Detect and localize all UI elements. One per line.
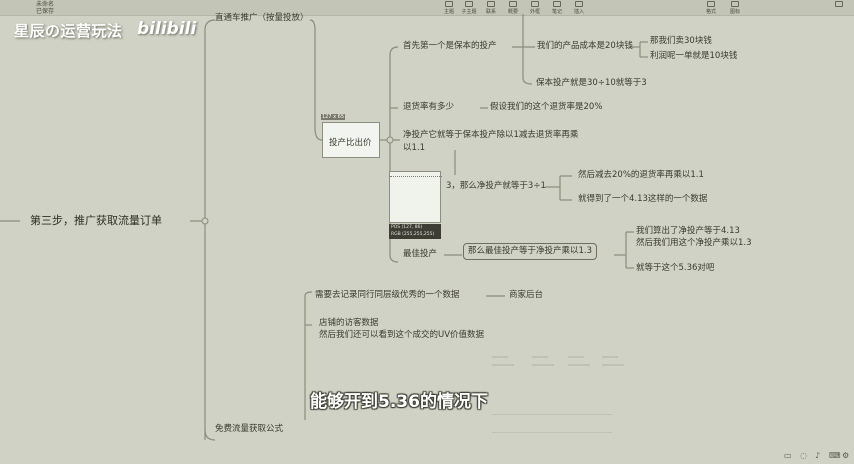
subtopic-icon [465,1,473,7]
topic-merchant-backend[interactable]: 商家后台 [509,290,544,300]
topic-break-even-roi[interactable]: 首先第一个是保本的投产 [403,41,497,51]
selection-size-label: 127 x 65 [321,114,346,120]
topic-calc-multiply[interactable]: 然后我们用这个净投产乘以1.3 [636,238,752,248]
topic-refund-assumption[interactable]: 假设我们的这个退货率是20% [490,102,603,112]
toolbar-topic-button[interactable]: 主题 [438,1,460,15]
embedded-screenshot-image [486,352,626,447]
bilibili-logo: bilibili [137,19,197,39]
color-picker-info: POS (127, 86) RGB (255,255,255) [389,224,441,239]
topic-uv-value[interactable]: 然后我们还可以看到这个成交的UV价值数据 [319,330,485,340]
toolbar-icon-panel-button[interactable]: 图标 [724,1,746,15]
toolbar-subtopic-button[interactable]: 子主题 [458,1,480,15]
topic-calc-result[interactable]: 就等于这个5.36对吧 [636,263,715,273]
more-icon [835,1,843,7]
topic-break-even-result[interactable]: 保本投产就是30÷10就等于3 [536,78,647,88]
topic-product-cost[interactable]: 我们的产品成本是20块钱 [537,41,633,51]
topic-roi-bid-label: 投产比出价 [329,138,372,148]
thumb-line [602,356,618,358]
topic-net-roi-equals[interactable]: 3，那么净投产就等于3÷1 [446,181,546,191]
topic-icon [445,1,453,7]
topic-free-traffic-formula[interactable]: 免费流量获取公式 [215,424,284,434]
toolbar-boundary-button[interactable]: 外框 [524,1,546,15]
topic-net-roi-line2[interactable]: 以1.1 [403,143,426,153]
top-toolbar: 未命名 已保存 主题 子主题 联系 概要 外框 笔记 插入 格式 图标 [0,0,854,16]
thumb-line [492,432,612,433]
topic-best-roi[interactable]: 最佳投产 [403,249,438,259]
picker-dotted-line [390,176,442,179]
toolbar-note-button[interactable]: 笔记 [546,1,568,15]
thumb-line [532,356,548,358]
chat-icon[interactable]: ◌ [800,451,807,460]
video-subtitle: 能够开到5.36的情况下 [310,392,488,412]
toolbar-more-button[interactable] [828,1,850,15]
thumb-line [568,356,584,358]
toolbar-link-button[interactable]: 联系 [480,1,502,15]
note-icon [553,1,561,7]
icon-panel-icon [731,1,739,7]
topic-record-peers[interactable]: 需要去记录同行同层级优秀的一个数据 [315,290,460,300]
topic-roi-bid-selected[interactable]: 投产比出价 [322,122,380,158]
thumb-line [492,364,514,366]
thumb-line [602,364,624,366]
boundary-icon [531,1,539,7]
color-picker-magnifier [389,171,442,223]
thumb-line [568,364,590,366]
format-icon [707,1,715,7]
thumb-line [532,364,554,366]
toolbar-insert-button[interactable]: 插入 [568,1,590,15]
channel-watermark: 星辰の运营玩法 [14,22,123,40]
topic-store-visitors[interactable]: 店铺的访客数据 [319,318,379,328]
toolbar-format-button[interactable]: 格式 [700,1,722,15]
topic-direct-train[interactable]: 直通车推广（按量投放） [215,13,309,23]
document-title[interactable]: 未命名 已保存 [36,1,55,15]
insert-icon [575,1,583,7]
toolbar-summary-button[interactable]: 概要 [502,1,524,15]
topic-net-result[interactable]: 就得到了一个4.13这样的一个数据 [578,194,708,204]
thumb-line [492,414,612,415]
topic-refund-rate[interactable]: 退货率有多少 [403,102,455,112]
link-icon [487,1,495,7]
thumb-line [492,356,508,358]
summary-icon [509,1,517,7]
topic-subtract-refund[interactable]: 然后减去20%的退货率再乘以1.1 [578,170,704,180]
settings-icon[interactable]: ⚙ [842,451,850,460]
topic-sell-price[interactable]: 那我们卖30块钱 [650,36,712,46]
keyboard-icon[interactable]: ⌨ [829,451,841,460]
topic-best-roi-formula[interactable]: 那么最佳投产等于净投产乘以1.3 [463,243,598,260]
mic-icon[interactable]: ♪ [815,451,821,460]
topic-net-roi-line1[interactable]: 净投产它就等于保本投产除以1减去退货率再乘 [403,130,579,140]
topic-calc-net[interactable]: 我们算出了净投产等于4.13 [636,226,740,236]
screen-icon[interactable]: ▭ [784,451,792,460]
topic-profit[interactable]: 利润呢一单就是10块钱 [650,51,738,61]
root-topic[interactable]: 第三步，推广获取流量订单 [30,214,162,227]
